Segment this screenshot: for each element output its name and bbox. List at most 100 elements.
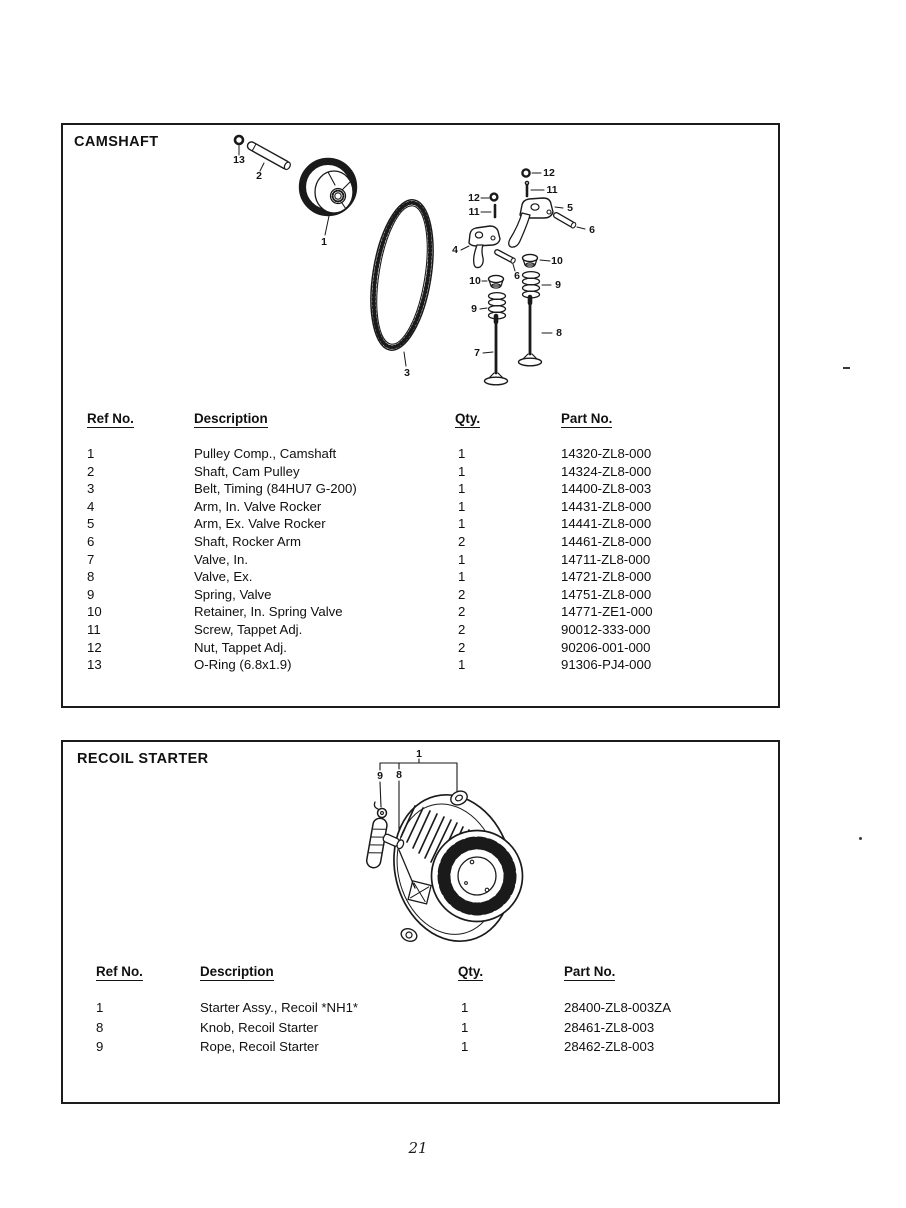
col-header-part: Part No.: [564, 964, 616, 981]
ref-no: 1: [87, 446, 95, 461]
starter-housing-drawing: [393, 790, 524, 943]
table-header-row: Ref No. Description Qty. Part No.: [96, 964, 764, 981]
part-callout: 11: [546, 184, 557, 196]
valve-in-drawing: [483, 313, 509, 386]
leader-lines: [379, 758, 458, 835]
part-no: 14711-ZL8-000: [561, 551, 651, 567]
description: Valve, In.: [194, 551, 248, 567]
part-no: 14400-ZL8-003: [561, 481, 652, 497]
scan-artifact: [843, 367, 850, 369]
o-ring-drawing: [233, 134, 245, 146]
part-callout: 9: [471, 303, 477, 315]
qty: 2: [458, 621, 466, 637]
table-row: 8 Knob, Recoil Starter 1 28461-ZL8-003: [96, 1018, 764, 1038]
rocker-arm-in-drawing: [468, 225, 501, 269]
part-no: 14431-ZL8-000: [561, 498, 652, 514]
part-callout: 10: [469, 275, 481, 287]
table-row: 8 Valve, Ex. 1 14721-ZL8-000: [87, 568, 755, 586]
starter-rope-drawing: [373, 801, 416, 889]
ref-no: 13: [87, 657, 102, 673]
table-row: 12 Nut, Tappet Adj. 2 90206-001-000: [87, 639, 755, 657]
cam-shaft-drawing: [246, 141, 291, 171]
part-callout: 6: [589, 224, 595, 236]
description: Arm, In. Valve Rocker: [194, 498, 322, 514]
col-header-desc: Description: [200, 964, 274, 981]
ref-no: 9: [87, 586, 95, 602]
leader-lines: [238, 144, 586, 367]
col-header-qty: Qty.: [455, 411, 481, 428]
part-callout: 8: [396, 769, 402, 781]
ref-no: 2: [87, 463, 95, 479]
qty: 1: [458, 498, 466, 514]
col-header-ref: Ref No.: [96, 964, 143, 981]
qty: 1: [458, 551, 466, 567]
starter-knob-drawing: [365, 817, 405, 869]
part-callout: 2: [256, 170, 262, 182]
callouts: 1 9 8: [377, 748, 422, 782]
part-no: 14320-ZL8-000: [561, 446, 652, 461]
description: Rope, Recoil Starter: [200, 1039, 319, 1055]
qty: 2: [458, 586, 466, 602]
description: Starter Assy., Recoil *NH1*: [200, 1000, 359, 1015]
ref-no: 1: [96, 1000, 104, 1015]
ref-no: 8: [96, 1019, 104, 1035]
camshaft-section: CAMSHAFT: [61, 123, 780, 708]
ref-no: 6: [87, 533, 95, 549]
rocker-shaft-right-drawing: [552, 212, 577, 229]
table-row: 7 Valve, In. 1 14711-ZL8-000: [87, 551, 755, 569]
part-callout: 13: [233, 154, 245, 166]
recoil-starter-section: RECOIL STARTER: [61, 740, 780, 1104]
table-row: 1 Pulley Comp., Camshaft 1 14320-ZL8-000: [87, 445, 755, 463]
description: O-Ring (6.8x1.9): [194, 657, 292, 673]
camshaft-pulley-drawing: [298, 157, 358, 217]
part-callout: 7: [474, 347, 480, 359]
description: Shaft, Cam Pulley: [194, 463, 300, 479]
part-callout: 5: [567, 202, 573, 214]
qty: 1: [458, 446, 466, 461]
qty: 1: [458, 463, 466, 479]
description: Shaft, Rocker Arm: [194, 533, 301, 549]
part-callout: 3: [404, 367, 410, 379]
rope-guide: [407, 880, 432, 905]
camshaft-section-title: CAMSHAFT: [74, 134, 159, 150]
qty: 1: [458, 516, 466, 532]
part-no: 14721-ZL8-000: [561, 569, 652, 585]
camshaft-parts-table: Ref No. Description Qty. Part No. 1 Pull…: [87, 411, 755, 674]
description: Valve, Ex.: [194, 569, 253, 585]
tappet-screw-right-drawing: [524, 180, 530, 198]
part-callout: 4: [452, 244, 458, 256]
table-row: 2 Shaft, Cam Pulley 1 14324-ZL8-000: [87, 463, 755, 481]
table-row: 4 Arm, In. Valve Rocker 1 14431-ZL8-000: [87, 498, 755, 516]
part-no: 14461-ZL8-000: [561, 533, 652, 549]
valve-ex-drawing: [517, 294, 543, 367]
table-row: 1 Starter Assy., Recoil *NH1* 1 28400-ZL…: [96, 998, 764, 1018]
table-row: 9 Spring, Valve 2 14751-ZL8-000: [87, 586, 755, 604]
qty: 1: [458, 657, 466, 673]
description: Arm, Ex. Valve Rocker: [194, 516, 326, 532]
col-header-qty: Qty.: [458, 964, 484, 981]
qty: 2: [458, 604, 466, 620]
part-no: 91306-PJ4-000: [561, 657, 652, 673]
spring-retainer-left-drawing: [487, 274, 505, 289]
part-callout: 9: [555, 279, 561, 291]
table-header-row: Ref No. Description Qty. Part No.: [87, 411, 755, 428]
ref-no: 12: [87, 639, 102, 655]
part-no: 28400-ZL8-003ZA: [564, 1000, 672, 1015]
part-callout: 12: [543, 167, 555, 179]
housing-bottom-tab: [400, 928, 418, 942]
qty: 1: [461, 1000, 469, 1015]
description: Knob, Recoil Starter: [200, 1019, 319, 1035]
qty: 2: [458, 533, 466, 549]
part-callout: 9: [377, 770, 383, 782]
col-header-desc: Description: [194, 411, 268, 428]
description: Nut, Tappet Adj.: [194, 639, 287, 655]
table-row: 5 Arm, Ex. Valve Rocker 1 14441-ZL8-000: [87, 515, 755, 533]
tappet-nut-left-drawing: [489, 192, 499, 202]
part-callout: 10: [551, 255, 563, 267]
qty: 1: [461, 1039, 469, 1055]
part-callout: 12: [468, 192, 480, 204]
recoil-starter-diagram: 1 9 8: [365, 748, 524, 943]
part-no: 90012-333-000: [561, 621, 651, 637]
description: Screw, Tappet Adj.: [194, 621, 303, 637]
scan-artifact: [859, 837, 862, 840]
